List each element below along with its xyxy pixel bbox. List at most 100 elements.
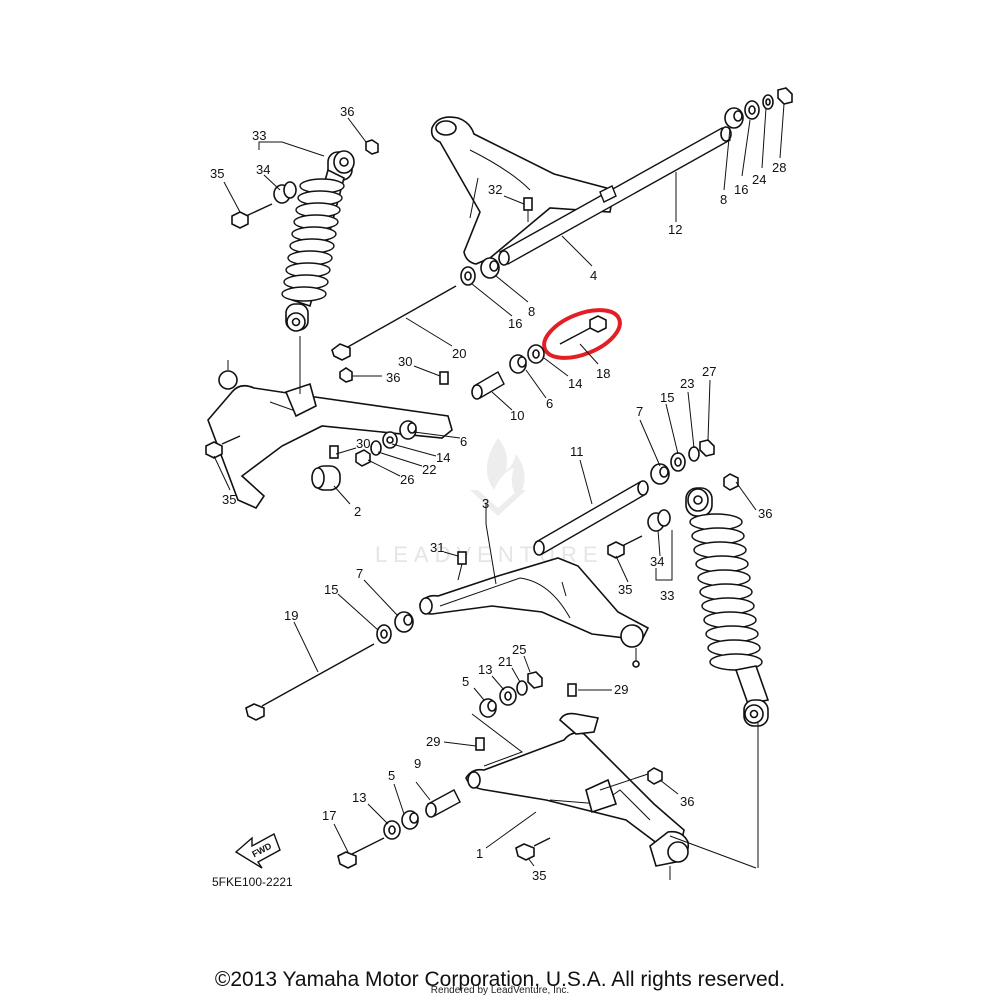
callout-35[interactable]: 35 [210,166,224,181]
bushing-6-upper[interactable] [509,354,527,374]
washer-24[interactable] [762,94,774,110]
callout-33[interactable]: 33 [252,128,266,143]
callout-35-right[interactable]: 35 [618,582,632,597]
bolt-20[interactable] [331,285,457,361]
seal-15-left[interactable] [376,624,392,644]
callout-14[interactable]: 14 [568,376,582,391]
callout-21[interactable]: 21 [498,654,512,669]
callout-34-right[interactable]: 34 [650,554,664,569]
grease-nipple-31[interactable] [457,551,467,581]
bushing-8-top[interactable] [724,107,744,129]
collar-14-upper[interactable] [527,344,545,364]
callout-15-right[interactable]: 15 [660,390,674,405]
collar-13-lower[interactable] [383,820,401,840]
pipe-11[interactable] [533,480,649,556]
bolt-18[interactable] [559,315,607,345]
callout-8[interactable]: 8 [720,192,727,207]
washer-21[interactable] [516,680,528,696]
callout-13-lower[interactable]: 13 [352,790,366,805]
callout-17[interactable]: 17 [322,808,336,823]
collar-34-right[interactable] [647,509,671,532]
bushing-5-lower[interactable] [401,810,419,830]
callout-10[interactable]: 10 [510,408,524,423]
seal-16-top[interactable] [744,100,760,120]
nut-28[interactable] [777,87,793,105]
grease-nipple-30-bottom[interactable] [329,445,339,459]
callout-7-left[interactable]: 7 [356,566,363,581]
bushing-8-mid[interactable] [480,257,500,279]
lower-arm-1[interactable] [465,712,690,880]
grease-nipple-30-top[interactable] [439,371,449,385]
grease-nipple-29-bottom[interactable] [475,737,485,751]
callout-26[interactable]: 26 [400,472,414,487]
callout-29-top[interactable]: 29 [614,682,628,697]
callout-34[interactable]: 34 [256,162,270,177]
callout-31[interactable]: 31 [430,540,444,555]
nut-36-right-top[interactable] [723,473,739,491]
callout-28[interactable]: 28 [772,160,786,175]
bushing-5-mid[interactable] [479,698,497,718]
callout-36-right[interactable]: 36 [758,506,772,521]
seal-16-mid[interactable] [460,266,476,286]
callout-8-mid[interactable]: 8 [528,304,535,319]
callout-18[interactable]: 18 [596,366,610,381]
callout-23[interactable]: 23 [680,376,694,391]
seal-15-right[interactable] [670,452,686,472]
callout-2[interactable]: 2 [354,504,361,519]
callout-25[interactable]: 25 [512,642,526,657]
bolt-19[interactable] [245,643,375,721]
callout-6-lower[interactable]: 6 [460,434,467,449]
callout-22[interactable]: 22 [422,462,436,477]
callout-35-left[interactable]: 35 [222,492,236,507]
upper-arm-3[interactable] [419,557,650,668]
callout-33-right[interactable]: 33 [660,588,674,603]
callout-30-bottom[interactable]: 30 [356,436,370,451]
lower-arm-2[interactable] [207,336,453,510]
collar-9[interactable] [425,789,461,818]
bolt-35-right[interactable] [607,535,643,559]
callout-27[interactable]: 27 [702,364,716,379]
callout-20[interactable]: 20 [452,346,466,361]
callout-36-left[interactable]: 36 [386,370,400,385]
nut-26[interactable] [355,449,371,467]
callout-15-left[interactable]: 15 [324,582,338,597]
callout-19[interactable]: 19 [284,608,298,623]
callout-36[interactable]: 36 [340,104,354,119]
shock-absorber-right[interactable] [685,487,770,727]
nut-25[interactable] [527,671,543,689]
callout-5-mid[interactable]: 5 [462,674,469,689]
callout-30-top[interactable]: 30 [398,354,412,369]
callout-9[interactable]: 9 [414,756,421,771]
bushing-7-right[interactable] [650,463,670,485]
collar-14-lower-left[interactable] [382,431,398,449]
nut-27[interactable] [699,439,715,457]
bushing-7-left[interactable] [394,611,414,633]
callout-13-mid[interactable]: 13 [478,662,492,677]
nut-36-upper-left[interactable] [365,139,379,155]
callout-16-mid[interactable]: 16 [508,316,522,331]
callout-5-lower[interactable]: 5 [388,768,395,783]
callout-29-bottom[interactable]: 29 [426,734,440,749]
washer-23[interactable] [688,446,700,462]
pipe-12[interactable] [498,126,732,266]
callout-36-bottom[interactable]: 36 [680,794,694,809]
callout-11[interactable]: 11 [570,444,584,459]
bushing-6-lower-left[interactable] [399,420,417,440]
callout-3[interactable]: 3 [482,496,489,511]
grease-nipple-29-top[interactable] [567,683,577,697]
callout-35-bottom[interactable]: 35 [532,868,546,883]
callout-24[interactable]: 24 [752,172,766,187]
washer-22[interactable] [370,440,382,456]
upper-arm-4[interactable] [430,116,615,265]
callout-32[interactable]: 32 [488,182,502,197]
callout-1[interactable]: 1 [476,846,483,861]
callout-6[interactable]: 6 [546,396,553,411]
bolt-35-left[interactable] [205,435,241,459]
callout-7-right[interactable]: 7 [636,404,643,419]
callout-14-lower[interactable]: 14 [436,450,450,465]
collar-13-mid[interactable] [499,686,517,706]
bolt-35-bottom[interactable] [515,837,551,861]
callout-16[interactable]: 16 [734,182,748,197]
shock-absorber-upper-left[interactable] [281,150,355,332]
bolt-17[interactable] [337,837,385,869]
